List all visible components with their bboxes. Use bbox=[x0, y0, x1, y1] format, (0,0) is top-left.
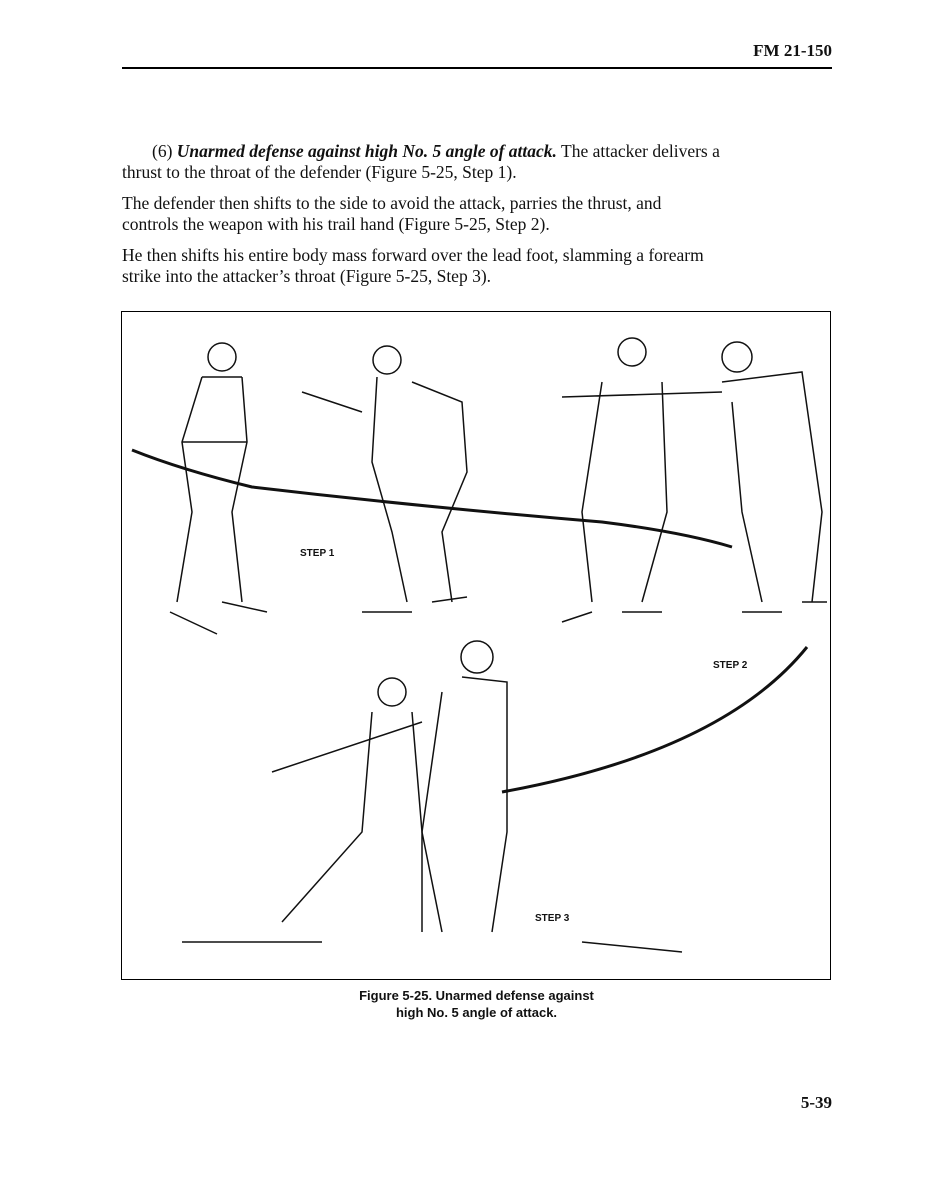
paragraph-2: The defender then shifts to the side to … bbox=[122, 193, 662, 234]
figure-illustration: STEP 1 STEP 2 STEP 3 bbox=[121, 311, 831, 980]
paragraph-1: (6) Unarmed defense against high No. 5 a… bbox=[122, 141, 722, 183]
step-1-label: STEP 1 bbox=[300, 548, 335, 559]
figure-caption: Figure 5-25. Unarmed defense against hig… bbox=[121, 987, 832, 1021]
figure-attacker-step1 bbox=[301, 345, 468, 613]
paragraph-3: He then shifts his entire body mass forw… bbox=[122, 245, 704, 286]
paragraph-text: The attacker delivers a thrust to the th… bbox=[122, 141, 720, 182]
document-id: FM 21-150 bbox=[753, 41, 832, 60]
step-2-label: STEP 2 bbox=[713, 660, 748, 671]
figure-pair-step2 bbox=[561, 337, 827, 623]
figure-defender-step1 bbox=[169, 342, 268, 635]
step-3-label: STEP 3 bbox=[535, 913, 570, 924]
caption-line-2: high No. 5 angle of attack. bbox=[395, 1005, 558, 1020]
header-rule bbox=[122, 67, 832, 69]
movement-curve-2 bbox=[501, 646, 809, 794]
paragraph-number: (6) bbox=[152, 141, 173, 161]
caption-line-1: Figure 5-25. Unarmed defense against bbox=[359, 988, 594, 1003]
page-number: 5-39 bbox=[800, 1093, 832, 1112]
movement-curve-1 bbox=[131, 448, 733, 549]
paragraph-title: Unarmed defense against high No. 5 angle… bbox=[176, 141, 557, 161]
figure-pair-step3 bbox=[182, 640, 683, 953]
